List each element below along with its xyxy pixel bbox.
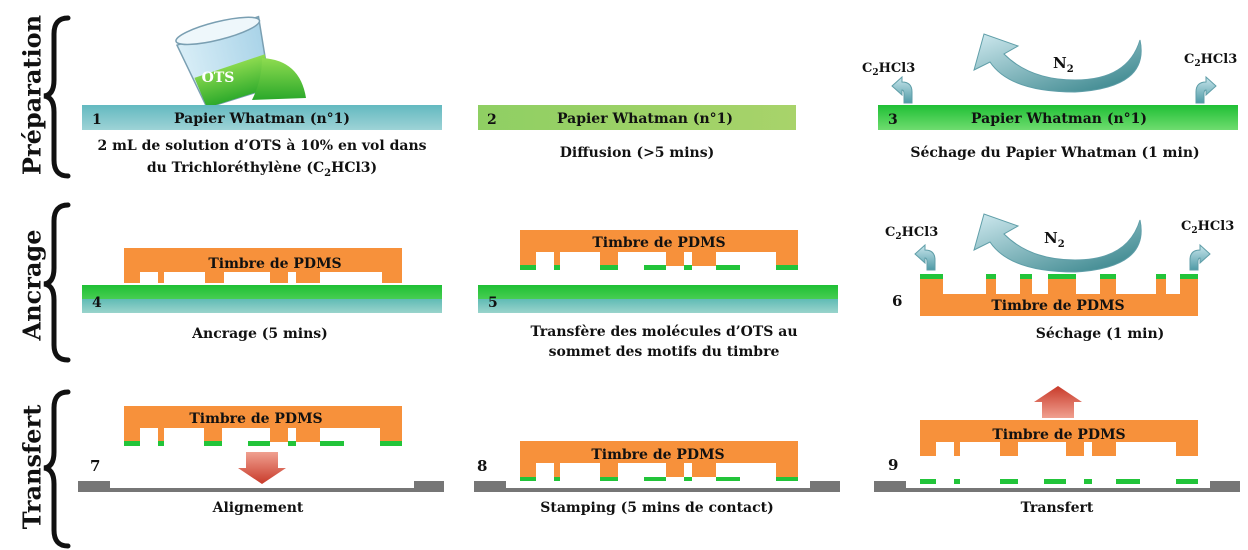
- step-number-9: 9: [888, 456, 898, 474]
- nitrogen-arrow-icon: [973, 213, 1142, 273]
- step-number-7: 7: [90, 457, 100, 475]
- substrate-7: [78, 481, 444, 492]
- brace-preparation: [43, 15, 71, 179]
- brace-ancrage: [43, 202, 71, 363]
- stamp-label-9: Timbre de PDMS: [992, 427, 1125, 443]
- pouring-liquid: [252, 58, 306, 100]
- pdms-stamp-7: [124, 406, 402, 442]
- substrate-label-2: Papier Whatman (n°1): [557, 111, 733, 127]
- step-number-8: 8: [477, 457, 487, 475]
- step-number-2: 2: [487, 112, 497, 128]
- step-9: Timbre de PDMS 9 Transfert: [874, 386, 1240, 516]
- step-6: Timbre de PDMS 6 Séchage (1 min) N2 C2HC…: [885, 213, 1234, 342]
- down-arrow-icon: [238, 452, 286, 484]
- beaker-label: OTS: [202, 70, 235, 86]
- pdms-stamp-5: [520, 230, 798, 266]
- vapor-arrow-right-icon: [1195, 75, 1217, 104]
- substrate-label-1: Papier Whatman (n°1): [174, 111, 350, 127]
- stamp-label-4: Timbre de PDMS: [208, 256, 341, 272]
- whatman-paper-1: [82, 105, 442, 130]
- caption-3: Séchage du Papier Whatman (1 min): [910, 145, 1199, 161]
- step-number-3: 3: [888, 112, 898, 128]
- caption-5-line1: Transfère des molécules d’OTS au: [530, 324, 797, 340]
- pdms-stamp-6: [920, 278, 1198, 316]
- step-8: Timbre de PDMS 8 Stamping (5 mins de con…: [474, 441, 840, 516]
- caption-6: Séchage (1 min): [1036, 326, 1165, 342]
- caption-2: Diffusion (>5 mins): [560, 145, 715, 161]
- step-number-6: 6: [892, 292, 902, 310]
- ots-pads-6: [920, 274, 1198, 279]
- substrate-label-3: Papier Whatman (n°1): [971, 111, 1147, 127]
- ots-pads-8: [520, 477, 798, 481]
- n2-label-6: N2: [1044, 229, 1065, 250]
- solvent-label-6-right: C2HCl3: [1181, 219, 1234, 236]
- step-2: 2 Papier Whatman (n°1) Diffusion (>5 min…: [478, 105, 796, 161]
- brace-transfert: [43, 389, 71, 549]
- substrate-8: [474, 481, 840, 492]
- up-arrow-icon: [1034, 386, 1082, 418]
- vapor-arrow-left-icon: [914, 243, 936, 271]
- ots-pads-7: [124, 441, 402, 446]
- caption-4: Ancrage (5 mins): [191, 326, 328, 342]
- pdms-stamp-8: [520, 441, 798, 477]
- caption-8: Stamping (5 mins de contact): [540, 500, 773, 516]
- stamp-label-5: Timbre de PDMS: [592, 235, 725, 251]
- nitrogen-arrow-icon: [973, 33, 1142, 93]
- vapor-arrow-left-icon: [891, 75, 913, 104]
- step-number-5: 5: [488, 295, 498, 311]
- step-4: Timbre de PDMS 4 Ancrage (5 mins): [82, 248, 442, 342]
- caption-1-line1: 2 mL de solution d’OTS à 10% en vol dans: [97, 138, 426, 154]
- stamp-label-7: Timbre de PDMS: [189, 411, 322, 427]
- pdms-stamp-4: [124, 248, 402, 283]
- beaker-icon: [175, 15, 271, 109]
- caption-5-line2: sommet des motifs du timbre: [549, 344, 780, 360]
- step-3: 3 Papier Whatman (n°1) Séchage du Papier…: [862, 33, 1238, 161]
- solvent-label-6-left: C2HCl3: [885, 225, 938, 242]
- stamp-label-8: Timbre de PDMS: [591, 447, 724, 463]
- step-1: OTS 1 Papier Whatman (n°1) 2 mL de solut…: [82, 15, 442, 179]
- solvent-label-3-right: C2HCl3: [1184, 52, 1237, 69]
- ots-pads-5: [520, 265, 798, 270]
- step-number-1: 1: [92, 112, 102, 128]
- n2-label-3: N2: [1053, 54, 1074, 75]
- whatman-paper-2: [478, 105, 796, 130]
- pdms-stamp-9: [920, 420, 1198, 456]
- caption-1-line2: du Trichloréthylène (C2HCl3): [147, 160, 377, 179]
- vapor-arrow-right-icon: [1189, 243, 1211, 271]
- stamp-label-6: Timbre de PDMS: [991, 298, 1124, 314]
- substrate-9: [874, 481, 1240, 492]
- caption-7: Alignement: [212, 500, 304, 516]
- step-5: Timbre de PDMS 5 Transfère des molécules…: [478, 230, 838, 360]
- step-7: Timbre de PDMS 7 Alignement: [78, 406, 444, 516]
- whatman-paper-3: [878, 105, 1238, 130]
- caption-9: Transfert: [1021, 500, 1094, 516]
- step-number-4: 4: [92, 295, 102, 311]
- ots-pattern-9: [920, 479, 1198, 484]
- solvent-label-3-left: C2HCl3: [862, 61, 915, 78]
